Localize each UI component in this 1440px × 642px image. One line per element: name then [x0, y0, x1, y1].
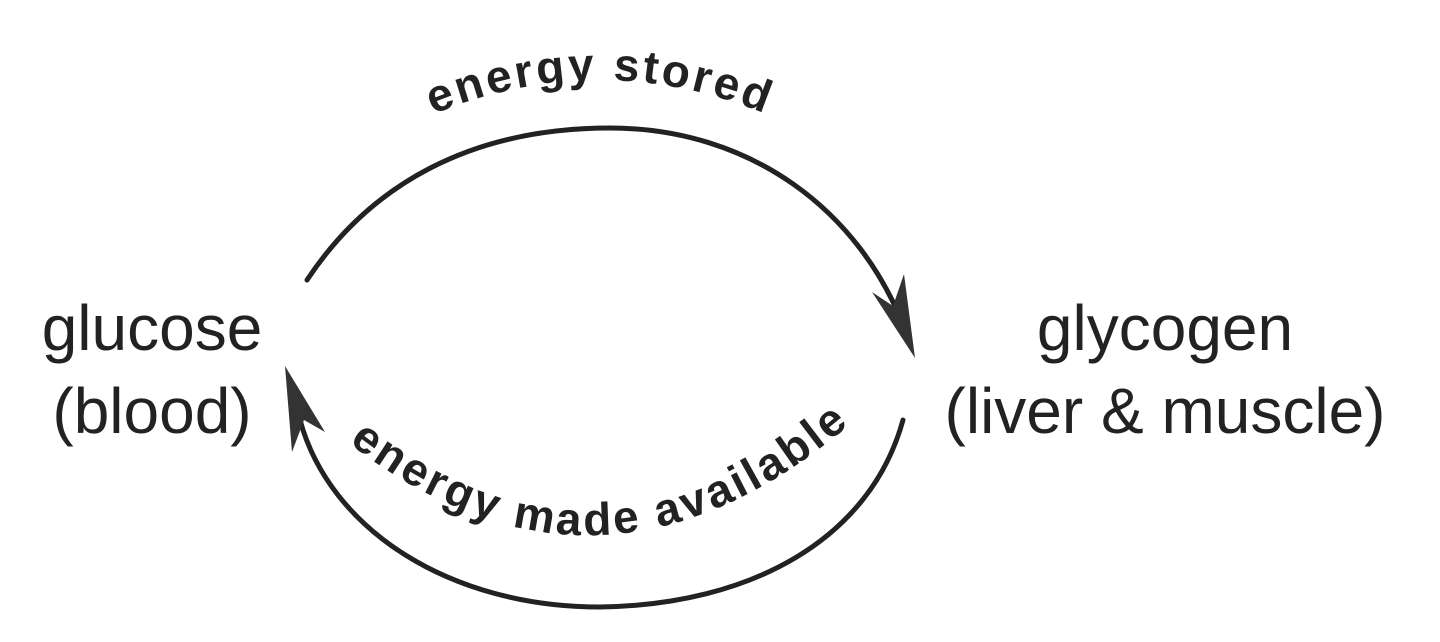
glycogen-node: glycogen (liver & muscle): [945, 292, 1386, 447]
top-arrow: energy stored: [304, 38, 915, 358]
glucose-location: (blood): [52, 375, 251, 447]
glucose-node: glucose (blood): [42, 292, 263, 447]
glycogen-location: (liver & muscle): [945, 375, 1386, 447]
top-arrow-line: [304, 125, 908, 333]
top-arrow-label: energy stored: [418, 38, 782, 124]
glucose-name: glucose: [42, 292, 263, 364]
top-arrowhead: [872, 274, 915, 358]
bottom-arrowhead: [285, 366, 325, 452]
glycogen-name: glycogen: [1037, 292, 1293, 364]
bottom-arrow-line: [297, 417, 906, 610]
bottom-arrow-label: energy made available: [343, 391, 858, 546]
bottom-arrow: energy made available: [285, 366, 906, 610]
